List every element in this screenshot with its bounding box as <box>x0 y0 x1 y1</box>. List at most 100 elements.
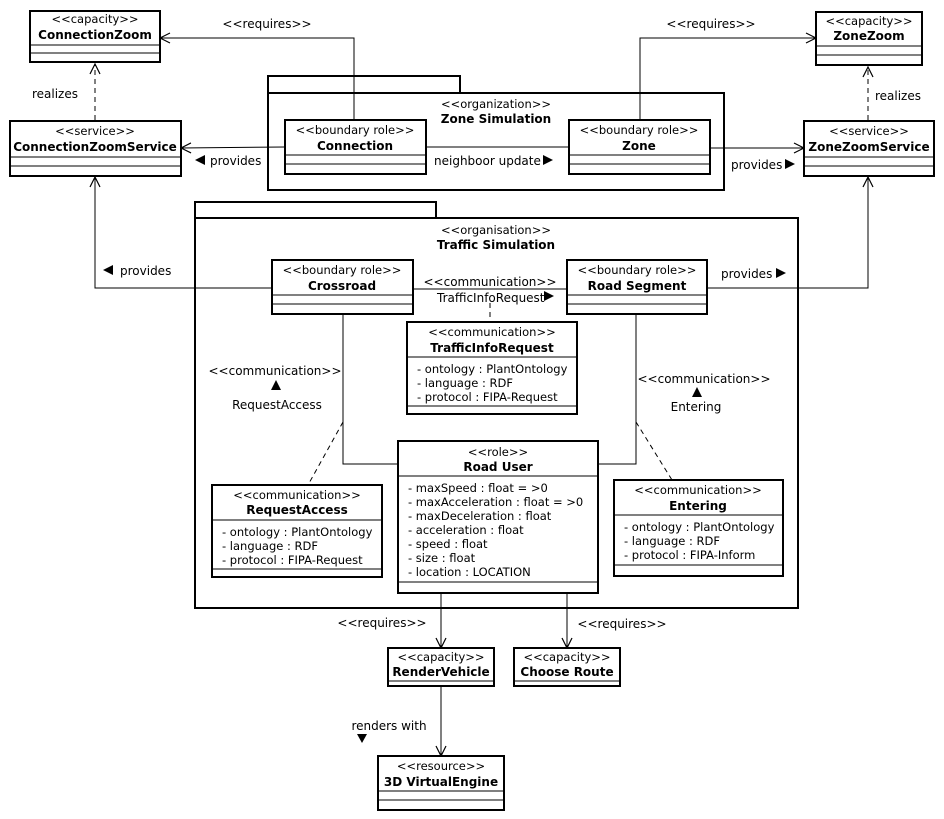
class-stereotype: <<boundary role>> <box>578 263 697 277</box>
entering-edge <box>598 314 637 465</box>
class-crossroad[interactable]: <<boundary role>> Crossroad <box>271 259 414 315</box>
class-attribute: - language : RDF <box>624 534 720 548</box>
realizes-label: realizes <box>875 89 921 103</box>
class-name: Entering <box>669 499 727 513</box>
connectors <box>95 38 868 756</box>
class-attribute: - size : float <box>408 551 476 565</box>
class-stereotype: <<boundary role>> <box>580 123 699 137</box>
class-zone-zoom[interactable]: <<capacity>> ZoneZoom <box>815 11 923 66</box>
communication-label: RequestAccess <box>232 398 322 412</box>
communication-label: <<communication>> <box>208 364 341 378</box>
provides-connection-edge <box>181 147 286 148</box>
requires-zone-zoom-edge <box>639 38 816 120</box>
direction-up-icon <box>271 380 281 390</box>
communication-label: Entering <box>671 400 722 414</box>
realizes-label: realizes <box>32 87 78 101</box>
class-stereotype: <<communication>> <box>634 483 761 497</box>
requires-label: <<requires>> <box>222 17 311 31</box>
communication-label: <<communication>> <box>637 372 770 386</box>
provides-crossroad-edge <box>95 177 272 289</box>
class-attribute: - maxSpeed : float = >0 <box>408 481 548 495</box>
class-stereotype: <<communication>> <box>233 488 360 502</box>
request-access-edge <box>342 314 398 465</box>
class-stereotype: <<boundary role>> <box>296 123 415 137</box>
direction-right-icon <box>776 268 786 278</box>
direction-left-icon <box>195 155 205 165</box>
class-attribute: - ontology : PlantOntology <box>624 520 775 534</box>
class-attribute: - language : RDF <box>417 376 513 390</box>
class-stereotype: <<service>> <box>55 124 135 138</box>
package-name: Traffic Simulation <box>437 238 555 252</box>
direction-down-icon <box>357 734 367 743</box>
neighbor-update-label: neighboor update <box>434 154 541 168</box>
class-name: RenderVehicle <box>392 665 489 679</box>
class-attribute: - maxAcceleration : float = >0 <box>408 495 583 509</box>
class-name: ConnectionZoom <box>38 28 152 42</box>
class-attribute: - speed : float <box>408 537 488 551</box>
class-stereotype: <<resource>> <box>397 759 485 773</box>
class-attribute: - ontology : PlantOntology <box>417 362 568 376</box>
class-name: Road Segment <box>588 279 687 293</box>
class-name: ConnectionZoomService <box>13 140 177 154</box>
provides-label: provides <box>731 158 782 172</box>
requires-connection-zoom-edge <box>160 38 355 120</box>
class-name: Crossroad <box>308 279 376 293</box>
class-stereotype: <<role>> <box>468 445 528 459</box>
class-connection[interactable]: <<boundary role>> Connection <box>284 119 427 175</box>
class-stereotype: <<communication>> <box>428 325 555 339</box>
class-attribute: - maxDeceleration : float <box>408 509 552 523</box>
class-zone[interactable]: <<boundary role>> Zone <box>568 119 711 175</box>
class-stereotype: <<capacity>> <box>51 12 138 26</box>
package-name: Zone Simulation <box>441 112 551 126</box>
class-name: ZoneZoomService <box>808 140 929 154</box>
class-virtual-engine[interactable]: <<resource>> 3D VirtualEngine <box>377 755 505 811</box>
provides-road-segment-edge <box>707 177 868 289</box>
provides-label: provides <box>721 267 772 281</box>
class-attribute: - ontology : PlantOntology <box>222 525 373 539</box>
requires-label: <<requires>> <box>577 617 666 631</box>
class-attribute: - acceleration : float <box>408 523 524 537</box>
direction-right-icon <box>543 155 553 165</box>
renders-with-label: renders with <box>351 719 426 733</box>
class-road-user[interactable]: <<role>> Road User - maxSpeed : float = … <box>397 440 599 594</box>
class-attribute: - location : LOCATION <box>408 565 531 579</box>
class-connection-zoom[interactable]: <<capacity>> ConnectionZoom <box>29 10 161 63</box>
class-render-vehicle[interactable]: <<capacity>> RenderVehicle <box>387 647 495 687</box>
requires-label: <<requires>> <box>666 17 755 31</box>
class-entering[interactable]: <<communication>> Entering - ontology : … <box>613 479 784 577</box>
provides-label: provides <box>210 154 261 168</box>
class-name: Zone <box>622 139 656 153</box>
class-zone-zoom-service[interactable]: <<service>> ZoneZoomService <box>803 120 935 177</box>
request-access-dash <box>307 421 344 486</box>
class-traffic-info-request[interactable]: <<communication>> TrafficInfoRequest - o… <box>406 321 578 415</box>
package-stereotype: <<organization>> <box>441 97 551 111</box>
class-name: RequestAccess <box>246 503 347 517</box>
class-attribute: - protocol : FIPA-Request <box>222 553 363 567</box>
direction-right-icon <box>544 291 554 301</box>
provides-label: provides <box>120 264 171 278</box>
class-stereotype: <<service>> <box>829 124 909 138</box>
connector-labels: <<requires>> <<requires>> realizes reali… <box>32 17 921 743</box>
class-connection-zoom-service[interactable]: <<service>> ConnectionZoomService <box>9 120 182 177</box>
class-attribute: - protocol : FIPA-Request <box>417 390 558 404</box>
class-stereotype: <<boundary role>> <box>283 263 402 277</box>
class-road-segment[interactable]: <<boundary role>> Road Segment <box>566 259 708 315</box>
requires-label: <<requires>> <box>337 616 426 630</box>
class-stereotype: <<capacity>> <box>825 14 912 28</box>
class-attribute: - language : RDF <box>222 539 318 553</box>
communication-label: TrafficInfoRequest <box>436 291 545 305</box>
class-name: Road User <box>463 460 532 474</box>
class-choose-route[interactable]: <<capacity>> Choose Route <box>513 647 621 687</box>
class-stereotype: <<capacity>> <box>523 650 610 664</box>
class-name: Choose Route <box>520 665 613 679</box>
class-stereotype: <<capacity>> <box>397 650 484 664</box>
class-name: ZoneZoom <box>833 29 904 43</box>
direction-left-icon <box>103 265 113 275</box>
class-name: Connection <box>317 139 393 153</box>
class-request-access[interactable]: <<communication>> RequestAccess - ontolo… <box>211 484 383 578</box>
class-name: 3D VirtualEngine <box>384 775 498 789</box>
communication-label: <<communication>> <box>423 275 556 289</box>
class-name: TrafficInfoRequest <box>430 341 554 355</box>
package-stereotype: <<organisation>> <box>441 223 551 237</box>
